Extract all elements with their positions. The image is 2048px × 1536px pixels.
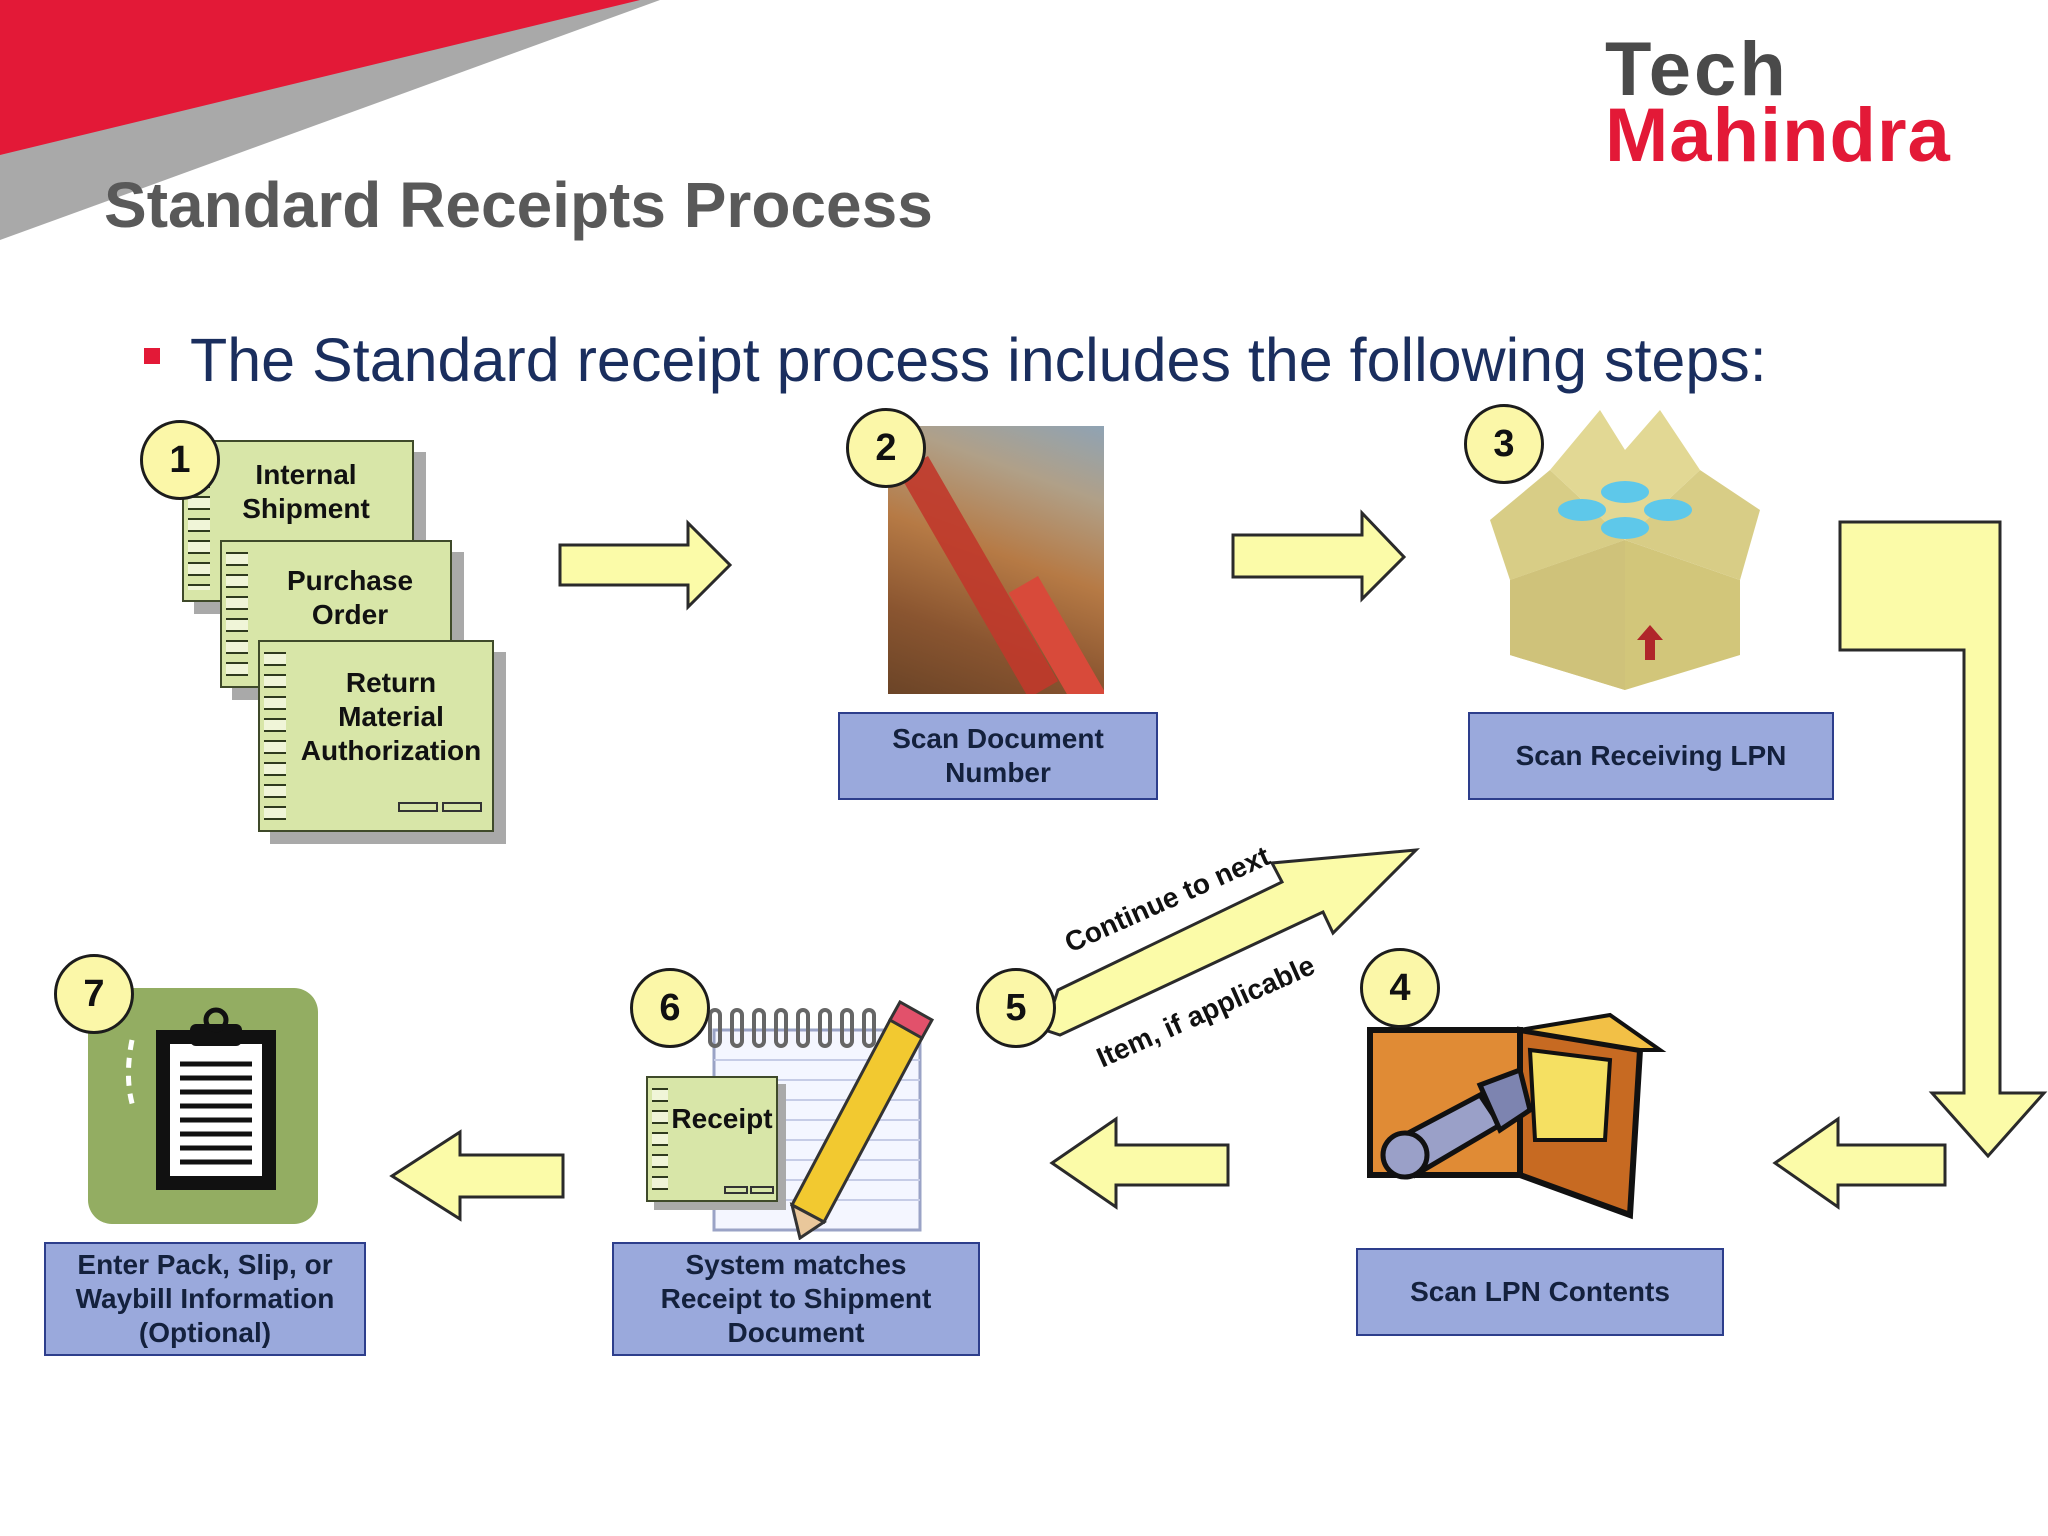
page-title: Standard Receipts Process bbox=[104, 169, 933, 241]
doc-internal-shipment-text: Internal Shipment bbox=[226, 458, 386, 526]
step-badge-6: 6 bbox=[630, 968, 710, 1048]
step-badge-7: 7 bbox=[54, 954, 134, 1034]
arrow-3-to-4-connector bbox=[1838, 520, 2048, 1159]
step-badge-3: 3 bbox=[1464, 404, 1544, 484]
bullet-marker bbox=[144, 348, 160, 364]
checklist-icon bbox=[226, 548, 248, 676]
doc-return-material bbox=[258, 640, 494, 832]
doc3-line3: Authorization bbox=[300, 735, 482, 767]
step-badge-4: 4 bbox=[1360, 948, 1440, 1028]
box-with-tool-icon bbox=[1367, 1012, 1667, 1220]
label-scan-document-number: Scan Document Number bbox=[838, 712, 1158, 800]
bullet-text: The Standard receipt process includes th… bbox=[190, 326, 1767, 394]
step-badge-1: 1 bbox=[140, 420, 220, 500]
doc-purchase-order-text: Purchase Order bbox=[270, 564, 430, 632]
arrow-1-to-2 bbox=[558, 519, 733, 611]
logo-line2: Mahindra bbox=[1605, 93, 1951, 178]
arrow-2-to-3 bbox=[1231, 509, 1407, 603]
doc-footer-lines bbox=[398, 802, 438, 812]
fragile-package-photo bbox=[888, 426, 1104, 694]
label-enter-pack-slip: Enter Pack, Slip, or Waybill Information… bbox=[44, 1242, 366, 1356]
doc2-line2: Order bbox=[311, 599, 389, 631]
doc3-line1: Return bbox=[345, 667, 437, 698]
label-scan-receiving-lpn: Scan Receiving LPN bbox=[1468, 712, 1834, 800]
logo-line1: Tech bbox=[1605, 27, 1789, 112]
checklist-icon bbox=[264, 648, 286, 820]
clipboard-icon bbox=[125, 1007, 276, 1190]
arrow-6-to-7 bbox=[389, 1129, 565, 1222]
checklist-icon bbox=[652, 1084, 668, 1190]
doc1-line2: Shipment bbox=[242, 493, 370, 525]
fragile-tape bbox=[898, 456, 1058, 694]
arrow-5-continue bbox=[1043, 848, 1420, 1037]
arrow-into-4 bbox=[1772, 1116, 1947, 1210]
label-scan-lpn-contents: Scan LPN Contents bbox=[1356, 1248, 1724, 1336]
doc-footer-lines bbox=[442, 802, 482, 812]
arrow-4-to-6 bbox=[1049, 1116, 1230, 1210]
doc3-line2: Material bbox=[338, 701, 444, 733]
label-system-matches: System matches Receipt to Shipment Docum… bbox=[612, 1242, 980, 1356]
step-badge-5: 5 bbox=[976, 968, 1056, 1048]
doc2-line1: Purchase bbox=[286, 565, 414, 596]
doc-footer-lines bbox=[724, 1186, 748, 1194]
step-badge-2: 2 bbox=[846, 408, 926, 488]
receipt-doc bbox=[646, 1076, 778, 1202]
receipt-doc-text: Receipt bbox=[671, 1103, 773, 1134]
doc-return-material-text: Return Material Authorization bbox=[296, 666, 486, 768]
doc1-line1: Internal bbox=[255, 459, 357, 490]
doc-footer-lines bbox=[750, 1186, 774, 1194]
open-box-icon bbox=[1490, 410, 1760, 690]
header-swoosh bbox=[0, 0, 660, 240]
